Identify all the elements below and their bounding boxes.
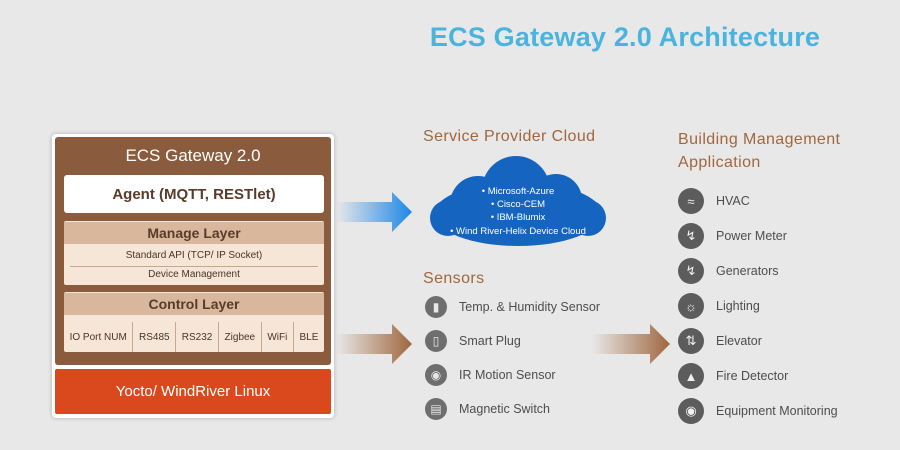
cloud-shape [430, 156, 606, 246]
sensor-label: Temp. & Humidity Sensor [459, 300, 601, 314]
bma-label: Generators [716, 264, 779, 278]
motion-sensor-icon: ◉ [425, 364, 447, 386]
lightbulb-icon: ☼ [678, 293, 704, 319]
plug-icon: ▯ [425, 330, 447, 352]
bma-item-hvac: ≈ HVAC [678, 188, 750, 214]
sensor-temp-humidity: ▮ Temp. & Humidity Sensor [425, 296, 600, 318]
sensor-ir-motion: ◉ IR Motion Sensor [425, 364, 556, 386]
bma-label: HVAC [716, 194, 750, 208]
bma-label: Elevator [716, 334, 762, 348]
port-zigbee: Zigbee [219, 322, 262, 352]
sensor-smart-plug: ▯ Smart Plug [425, 330, 521, 352]
os-layer: Yocto/ WindRiver Linux [55, 369, 331, 414]
control-layer-title: Control Layer [64, 293, 324, 315]
arrow-to-sensors [336, 324, 412, 364]
eye-icon: ◉ [678, 398, 704, 424]
port-rs232: RS232 [176, 322, 219, 352]
sensor-label: IR Motion Sensor [459, 368, 556, 382]
lightning-icon: ↯ [678, 223, 704, 249]
port-rs485: RS485 [133, 322, 177, 352]
wind-icon: ≈ [678, 188, 704, 214]
bma-label: Power Meter [716, 229, 787, 243]
sensor-label: Magnetic Switch [459, 402, 551, 416]
magnetic-switch-icon: ▤ [425, 398, 447, 420]
cloud-item-cisco: • Cisco-CEM [491, 199, 545, 210]
bma-heading-line1: Building Management [678, 131, 841, 148]
control-ports: IO Port NUM RS485 RS232 Zigbee WiFi BLE [64, 322, 324, 352]
cloud-item-windriver: • Wind River-Helix Device Cloud [450, 226, 586, 237]
manage-layer-title: Manage Layer [64, 222, 324, 244]
agent-layer: Agent (MQTT, RESTlet) [64, 175, 324, 213]
sensor-label: Smart Plug [459, 334, 521, 348]
diagram-title: ECS Gateway 2.0 Architecture [429, 22, 821, 52]
bolt-icon: ↯ [678, 258, 704, 284]
bma-item-equipment-monitoring: ◉ Equipment Monitoring [678, 398, 838, 424]
sensors-heading: Sensors [423, 270, 485, 287]
arrow-to-bma [592, 324, 670, 364]
manage-divider [70, 266, 318, 267]
port-ble: BLE [299, 331, 319, 343]
bma-heading-line2: Application [678, 154, 761, 171]
bma-item-lighting: ☼ Lighting [678, 293, 760, 319]
port-io: IO Port NUM [64, 322, 134, 352]
port-wifi: WiFi [262, 322, 294, 352]
manage-item-device: Device Management [148, 269, 240, 280]
cloud-heading: Service Provider Cloud [423, 128, 596, 145]
sensor-magnetic-switch: ▤ Magnetic Switch [425, 398, 550, 420]
bma-label: Lighting [716, 299, 760, 313]
bma-item-power-meter: ↯ Power Meter [678, 223, 787, 249]
arrow-to-cloud [336, 192, 412, 232]
bma-label: Fire Detector [716, 369, 789, 383]
bma-item-fire-detector: ▲ Fire Detector [678, 363, 788, 389]
fire-icon: ▲ [678, 363, 704, 389]
cloud-item-ibm: • IBM-Blumix [490, 212, 546, 223]
gateway-title: ECS Gateway 2.0 [125, 146, 261, 165]
bma-label: Equipment Monitoring [716, 404, 838, 418]
bma-item-elevator: ⇅ Elevator [678, 328, 762, 354]
manage-item-api: Standard API (TCP/ IP Socket) [125, 250, 263, 261]
bma-heading: Building Management Application [678, 128, 840, 174]
elevator-icon: ⇅ [678, 328, 704, 354]
cloud-item-azure: • Microsoft-Azure [481, 186, 555, 197]
thermometer-icon: ▮ [425, 296, 447, 318]
bma-item-generators: ↯ Generators [678, 258, 779, 284]
